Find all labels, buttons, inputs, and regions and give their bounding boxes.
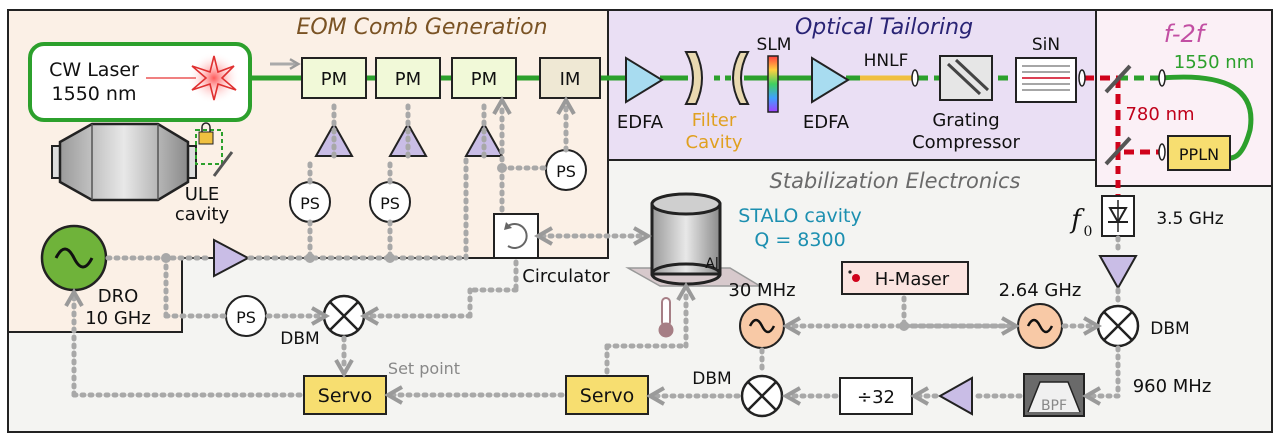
- label-960mhz: 960 MHz: [1133, 376, 1212, 397]
- ule-cavity: ULE cavity: [51, 122, 234, 225]
- cw-laser: CW Laser 1550 nm: [28, 42, 252, 122]
- synthesizers: 30 MHz 2.64 GHz: [728, 280, 1082, 349]
- circulator-arrow-icon: [507, 223, 528, 249]
- stalo-al-label: Al: [705, 256, 718, 272]
- label-3-5ghz: 3.5 GHz: [1156, 209, 1223, 229]
- thermometer-icon: [661, 297, 671, 327]
- section-title-stab: Stabilization Electronics: [770, 169, 1021, 193]
- edfa-1-icon: [625, 56, 664, 104]
- pm-box-1[interactable]: [301, 57, 367, 99]
- servo-box-1[interactable]: [303, 375, 387, 415]
- ps-label-2: PS: [380, 194, 400, 213]
- dbm-label-1: DBM: [280, 329, 319, 349]
- divider-label: ÷32: [857, 387, 895, 408]
- dbm-label-2: DBM: [692, 369, 731, 389]
- mixers: DBM DBM DBM: [280, 294, 1190, 418]
- grating-label-2: Compressor: [912, 132, 1020, 153]
- dro-label-2: 10 GHz: [85, 308, 151, 329]
- f0-subscript: 0: [1084, 224, 1093, 240]
- slm-label: SLM: [757, 35, 792, 55]
- pm-label-1: PM: [321, 69, 347, 90]
- im-label: IM: [560, 69, 581, 90]
- slm-icon: [767, 55, 779, 113]
- electronic-connections: [64, 95, 1121, 406]
- ppln-box: [1167, 135, 1231, 171]
- filter-label-2: Cavity: [686, 132, 743, 153]
- h-maser: H-Maser: [841, 261, 969, 295]
- sin-label: SiN: [1032, 35, 1060, 55]
- pm-box-3[interactable]: [451, 57, 517, 99]
- pm-label-2: PM: [395, 69, 421, 90]
- im-box[interactable]: [539, 57, 601, 99]
- circulator-box: [493, 213, 539, 259]
- ule-label-1: ULE: [185, 184, 220, 205]
- label-1550nm: 1550 nm: [1174, 52, 1254, 73]
- lock-icon: [198, 131, 214, 145]
- dro: DRO 10 GHz: [40, 224, 151, 329]
- circulator-label: Circulator: [522, 266, 610, 287]
- stalo-label-2: Q = 8300: [754, 229, 845, 251]
- filter-label-1: Filter: [692, 110, 737, 131]
- laser-label-2: 1550 nm: [52, 83, 137, 105]
- optical-components: EDFA Filter Cavity SLM EDFA HNLF Grating…: [617, 35, 1086, 153]
- ps-label-4: PS: [236, 308, 256, 327]
- amplifier-icon: [937, 376, 973, 416]
- section-title-eom: EOM Comb Generation: [296, 15, 547, 40]
- pm-label-3: PM: [471, 69, 497, 90]
- grating-box: [939, 55, 993, 101]
- sin-box: [1015, 57, 1077, 103]
- hnlf-label: HNLF: [864, 51, 909, 71]
- grating-label-1: Grating: [932, 110, 999, 131]
- ule-label-2: cavity: [175, 204, 230, 225]
- servo-label-1: Servo: [318, 385, 372, 407]
- pm-box-2[interactable]: [375, 57, 441, 99]
- bpf-icon: [1027, 381, 1081, 413]
- set-point-label: Set point: [388, 359, 460, 378]
- ppln-label: PPLN: [1179, 145, 1219, 164]
- amplifier-icon: [213, 238, 251, 278]
- stalo-cavity: Al STALO cavity Q = 8300: [625, 192, 862, 338]
- edfa-2-label: EDFA: [803, 112, 850, 133]
- optical-section: [607, 9, 1097, 161]
- f2f-components: 1550 nm 780 nm PPLN f 0 3.5 GHz: [1069, 52, 1254, 291]
- h-maser-label: H-Maser: [875, 269, 950, 290]
- edfa-2-icon: [811, 56, 850, 104]
- filter-mirror-left: [684, 51, 703, 105]
- dro-label-1: DRO: [98, 286, 139, 307]
- section-title-optical: Optical Tailoring: [795, 15, 973, 40]
- circulator: Circulator: [493, 213, 610, 287]
- laser-label-1: CW Laser: [49, 59, 139, 81]
- section-title-f2f: f-2f: [1164, 20, 1208, 48]
- label-780nm: 780 nm: [1125, 104, 1194, 125]
- servo-label-2: Servo: [580, 385, 634, 407]
- stalo-label-1: STALO cavity: [738, 205, 861, 227]
- filter-mirror-right: [732, 51, 750, 105]
- label-30mhz: 30 MHz: [728, 280, 795, 301]
- dbm-label-3: DBM: [1150, 319, 1189, 339]
- ps-label-3: PS: [556, 162, 576, 181]
- edfa-1-label: EDFA: [617, 112, 664, 133]
- amplifier-icon: [1098, 255, 1138, 291]
- control-boxes: Servo Set point Servo ÷32 BPF 960 MHz: [303, 359, 1212, 417]
- label-264ghz: 2.64 GHz: [999, 280, 1082, 301]
- junction-dots: [161, 163, 909, 331]
- ps-label-1: PS: [300, 194, 320, 213]
- divider-box: [839, 377, 913, 415]
- bpf-label: BPF: [1041, 398, 1067, 414]
- h-maser-box: [841, 261, 969, 295]
- modulators: PM PM PM IM: [301, 57, 601, 99]
